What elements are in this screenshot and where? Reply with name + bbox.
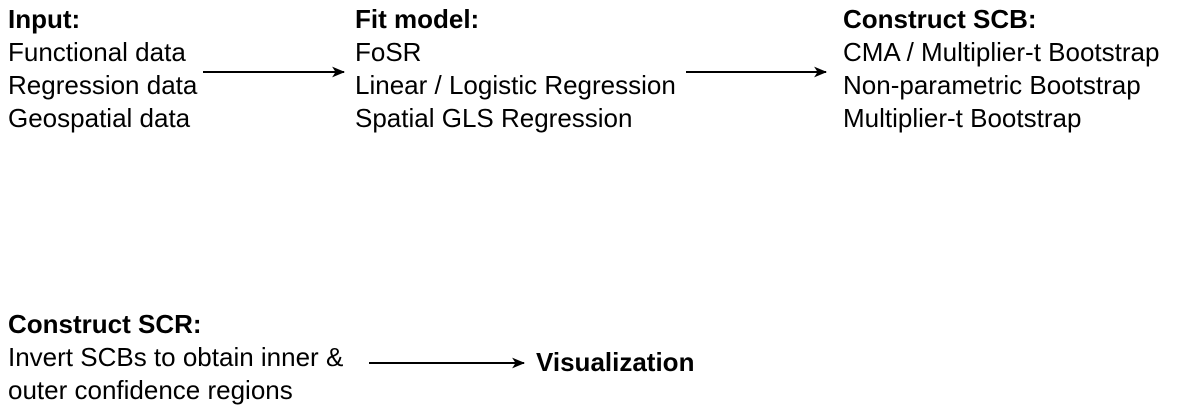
- block-fit-model-item: Linear / Logistic Regression: [355, 70, 676, 100]
- block-input-item: Geospatial data: [8, 103, 191, 133]
- block-input: Input: Functional data Regression data G…: [8, 3, 197, 135]
- block-input-item: Regression data: [8, 70, 198, 100]
- block-construct-scr-header: Construct SCR:: [8, 309, 202, 339]
- block-fit-model-item: Spatial GLS Regression: [355, 103, 633, 133]
- block-construct-scb-item: CMA / Multiplier-t Bootstrap: [843, 37, 1160, 67]
- block-construct-scb-item: Non-parametric Bootstrap: [843, 70, 1141, 100]
- block-construct-scb: Construct SCB: CMA / Multiplier-t Bootst…: [843, 3, 1159, 135]
- block-construct-scb-item: Multiplier-t Bootstrap: [843, 103, 1082, 133]
- block-construct-scr: Construct SCR: Invert SCBs to obtain inn…: [8, 308, 343, 407]
- visualization-label: Visualization: [536, 347, 695, 377]
- block-construct-scb-header: Construct SCB:: [843, 4, 1037, 34]
- block-fit-model-item: FoSR: [355, 37, 422, 67]
- block-input-header: Input:: [8, 4, 81, 34]
- block-fit-model: Fit model: FoSR Linear / Logistic Regres…: [355, 3, 676, 135]
- block-fit-model-header: Fit model:: [355, 4, 480, 34]
- block-construct-scr-item: Invert SCBs to obtain inner &: [8, 342, 344, 372]
- block-input-item: Functional data: [8, 37, 186, 67]
- block-construct-scr-item: outer confidence regions: [8, 375, 293, 405]
